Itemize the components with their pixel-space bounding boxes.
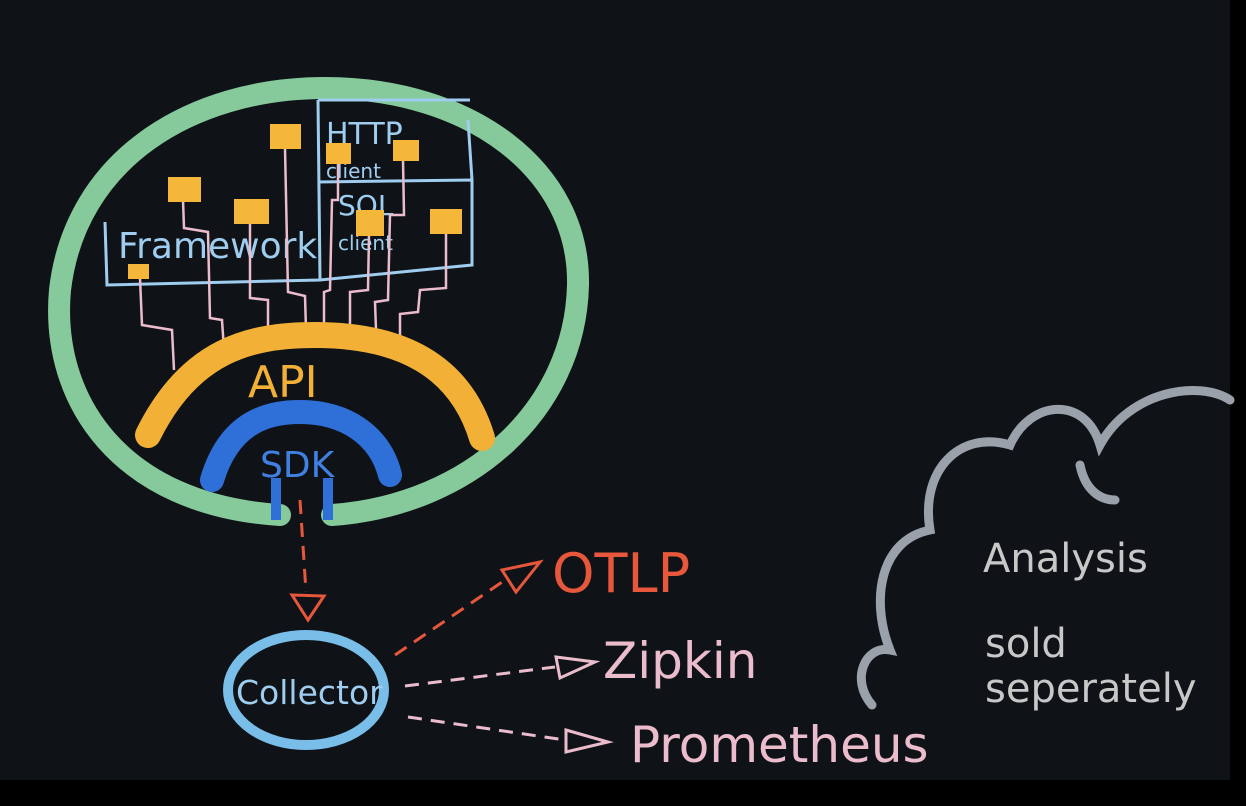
- cloud-text-sold: sold: [985, 621, 1067, 667]
- instrumentation-wires: [138, 147, 448, 371]
- api-label: API: [248, 357, 318, 408]
- arrowhead-icon: [554, 655, 601, 681]
- cloud-text-separately: seperately: [985, 666, 1196, 712]
- sdk-label: SDK: [260, 445, 336, 486]
- instrumentation-point: [270, 124, 301, 149]
- exporter-prometheus: Prometheus: [630, 716, 929, 774]
- instrumentation-point: [326, 143, 351, 164]
- instrumentation-point: [356, 210, 384, 236]
- library-boxes: [103, 98, 474, 287]
- arrowhead-icon: [564, 728, 614, 754]
- framework-label: Framework: [118, 226, 317, 267]
- instrumentation-point: [128, 264, 149, 279]
- sdk-stem: [271, 478, 333, 520]
- box-divider: [316, 99, 322, 281]
- api-arc: [135, 321, 495, 451]
- sdk-to-collector-arrow: [298, 499, 308, 593]
- exporter-otlp: OTLP: [552, 542, 690, 605]
- cloud-text-analysis: Analysis: [983, 536, 1148, 582]
- exporter-zipkin: Zipkin: [603, 632, 757, 690]
- chalkboard-background: [0, 0, 1230, 780]
- instrumentation-point: [168, 177, 201, 202]
- collector-ring: [223, 630, 389, 750]
- analysis-cloud: [856, 386, 1235, 710]
- zipkin-arrow: [404, 665, 556, 688]
- process-ring: [48, 76, 590, 526]
- http-client-box: [318, 98, 474, 181]
- instrumentation-point: [234, 199, 269, 224]
- arrowhead-icon: [289, 593, 327, 623]
- instrumentation-point: [393, 140, 419, 161]
- instrumentation-points: [128, 124, 462, 279]
- framework-box: [103, 178, 474, 287]
- collector-label: Collector: [236, 673, 383, 712]
- instrumentation-point: [430, 209, 462, 234]
- sdk-arc: [200, 399, 402, 492]
- arrowhead-icon: [499, 559, 544, 595]
- prometheus-arrow: [407, 715, 566, 742]
